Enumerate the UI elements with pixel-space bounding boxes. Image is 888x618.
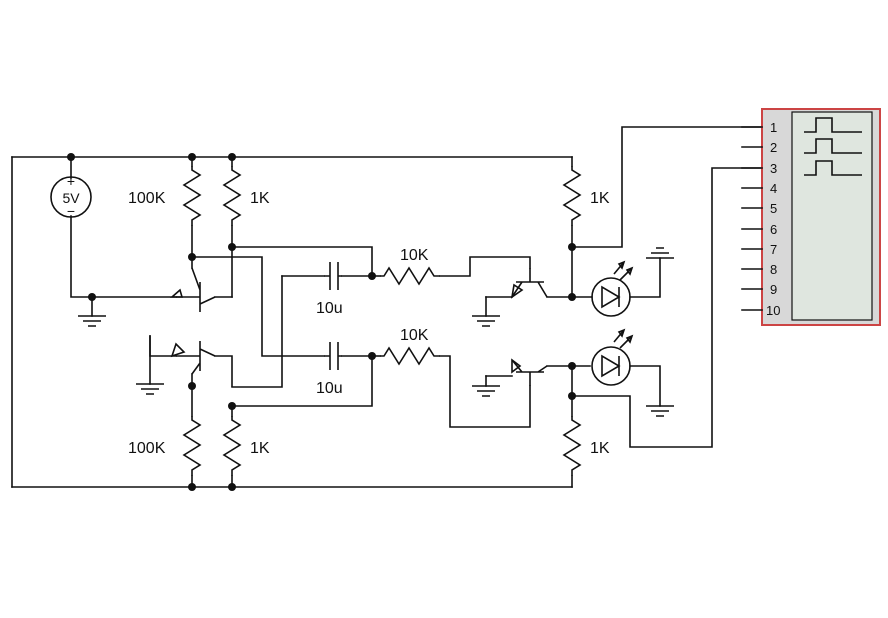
led-bottom-icon <box>591 328 634 386</box>
resistor-bot-100k <box>182 416 202 476</box>
resistors: 100K 1K 100K 1K 1K 1K 10K 10K <box>128 166 610 476</box>
pin-3: 3 <box>770 161 777 176</box>
pin-8: 8 <box>770 262 777 277</box>
pin-7: 7 <box>770 242 777 257</box>
pin-9: 9 <box>770 282 777 297</box>
led-bottom-body <box>591 346 631 386</box>
wires <box>11 126 763 488</box>
led-top-icon <box>591 260 634 317</box>
ground-icon <box>646 405 674 417</box>
trace-3 <box>804 160 862 176</box>
capacitor-top <box>324 262 342 290</box>
ground-symbols <box>78 247 674 417</box>
label-r-top-10k: 10K <box>400 247 429 264</box>
label-c-top: 10u <box>316 300 343 317</box>
pin-6: 6 <box>770 222 777 237</box>
resistor-top-1k <box>222 166 242 226</box>
led-top-body <box>591 277 631 317</box>
pin-4: 4 <box>770 181 777 196</box>
leds <box>591 260 634 386</box>
label-c-bot: 10u <box>316 380 343 397</box>
pin-1: 1 <box>770 120 777 135</box>
resistor-top-10k <box>380 266 440 286</box>
resistor-bot-10k <box>380 346 440 366</box>
label-r-bot-1k: 1K <box>250 440 270 457</box>
analyzer-pins <box>741 126 763 311</box>
trace-2 <box>804 138 862 154</box>
transistor-q4 <box>511 358 548 386</box>
label-r-right-top-1k: 1K <box>590 190 610 207</box>
resistor-bot-1k <box>222 416 242 476</box>
source-label: 5V <box>62 190 80 206</box>
transistor-q1 <box>169 267 216 312</box>
ground-icon <box>646 247 674 259</box>
ground-icon <box>472 385 500 397</box>
pin-2: 2 <box>770 140 777 155</box>
logic-analyzer: 1 2 3 4 5 6 7 8 9 10 <box>741 108 881 326</box>
resistor-right-bot-1k <box>562 416 582 476</box>
ground-icon <box>472 315 500 327</box>
resistor-top-100k <box>182 166 202 226</box>
label-r-top-1k: 1K <box>250 190 270 207</box>
trace-1 <box>804 117 862 133</box>
pin-10: 10 <box>766 303 780 318</box>
transistors <box>169 267 548 386</box>
pin-5: 5 <box>770 201 777 216</box>
label-r-top-100k: 100K <box>128 190 166 207</box>
label-r-right-bot-1k: 1K <box>590 440 610 457</box>
transistor-q3 <box>510 268 548 299</box>
junctions <box>67 153 576 491</box>
capacitors: 10u 10u <box>316 262 343 397</box>
source-plus: + <box>67 173 75 189</box>
label-r-bot-100k: 100K <box>128 440 166 457</box>
label-r-bot-10k: 10K <box>400 327 429 344</box>
ground-icon <box>136 383 164 395</box>
ground-icon <box>78 315 106 327</box>
voltage-source: + 5V − <box>50 173 92 219</box>
transistor-q2 <box>170 341 216 375</box>
source-minus: − <box>67 203 75 219</box>
resistor-right-top-1k <box>562 166 582 226</box>
capacitor-bottom <box>324 342 342 370</box>
